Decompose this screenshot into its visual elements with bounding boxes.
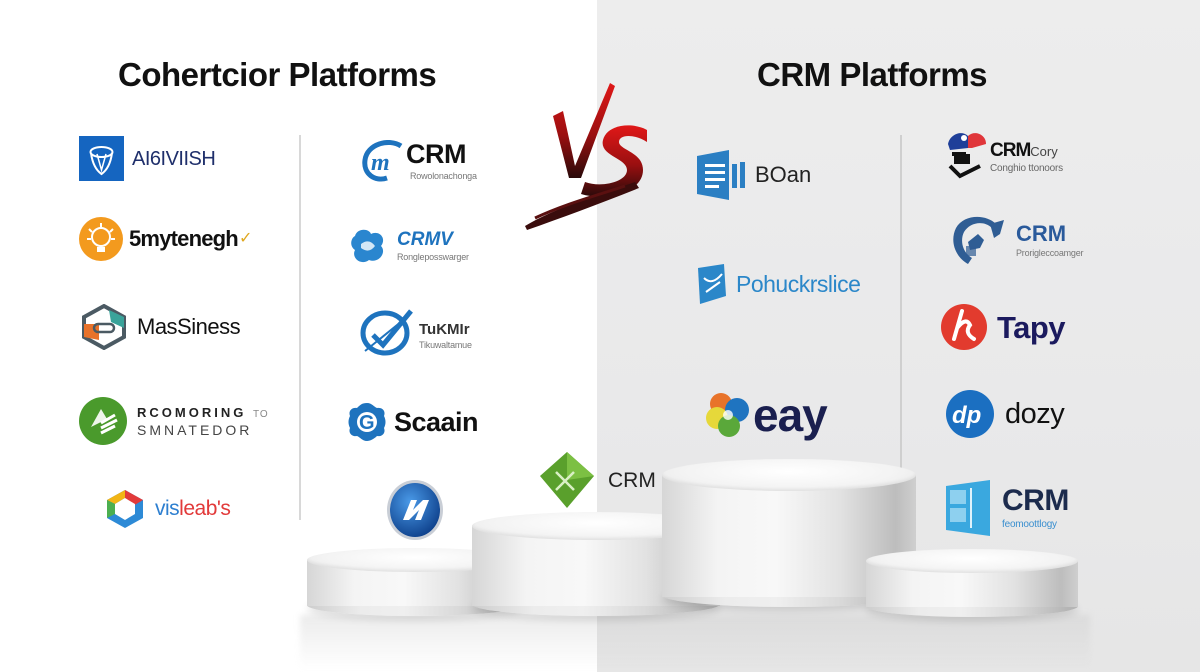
svg-text:m: m [371, 150, 390, 176]
hexagon-cube-icon [82, 304, 126, 350]
logo-eay: eay [705, 389, 828, 441]
logo-name: CRMV [397, 229, 453, 250]
right-column-divider [900, 135, 902, 545]
logo-subtitle: Tikuwaltamue [419, 340, 472, 350]
logo-subtitle: Rowolonachonga [410, 171, 477, 181]
logo-name: eay [753, 389, 828, 441]
logo-massiness: MasSiness [81, 304, 241, 350]
logo-subtitle: feomoottlogy [1002, 519, 1057, 530]
logo-name-suffix: TO [252, 408, 269, 420]
logo-center-crm: CRM [538, 450, 656, 510]
logo-name: CRM [990, 139, 1031, 161]
podium-small-right [866, 549, 1078, 619]
logo-pohuckrslice: Pohuckrslice [696, 264, 861, 304]
versus-icon [525, 83, 647, 230]
red-circle-k-icon [941, 304, 987, 350]
logo-crmv: CRMV Rongleposswarger [349, 226, 469, 266]
logo-rcomoring: RCOMORING TO SMNATEDOR [79, 397, 269, 445]
logo-name: Pohuckrslice [736, 270, 861, 297]
svg-text:dp: dp [952, 402, 981, 429]
logo-boan: BOan [695, 150, 811, 200]
blue-gear-g-icon: G [348, 403, 386, 441]
logo-aiviish: AI6IVIISH [79, 136, 216, 181]
logo-5mytenegh: 5mytenegh ✓ [79, 217, 252, 261]
checkmark-accent: ✓ [238, 230, 253, 247]
logo-crm-windows: CRM feomoottlogy [946, 480, 1069, 536]
logo-name: BOan [755, 162, 812, 187]
blue-square-shield-icon [79, 136, 124, 181]
blue-check-ellipse-icon [360, 309, 413, 356]
blue-document-book-icon [697, 150, 745, 200]
blue-sphere-n-icon [387, 480, 443, 540]
svg-text:G: G [359, 412, 375, 434]
logo-crm-swirl: m CRM Rowolonachonga [361, 140, 477, 182]
logo-name-part-a: vis [155, 496, 180, 520]
logo-scaain: G Scaain [346, 401, 479, 443]
blue-circle-hp-icon: dp [946, 390, 994, 438]
logo-name: Tapy [997, 309, 1066, 345]
podium-reflection [300, 615, 1090, 670]
logo-crm-dragon: CRM Prorigleccoamger [950, 212, 1084, 268]
logo-name: CRM [406, 139, 466, 169]
blue-swirl-m-icon: m [362, 140, 403, 182]
logo-name: AI6IVIISH [132, 147, 216, 170]
colorful-cube-icon [107, 490, 143, 528]
logo-subtitle: Rongleposswarger [397, 252, 469, 262]
logo-name: CRM [608, 468, 656, 492]
blue-puzzle-cloud-icon [351, 229, 384, 263]
logo-visleabs: visleab's [103, 484, 231, 532]
green-diamond-icon [540, 452, 594, 508]
logo-crm-cory: CRMCory Conghio ttonoors [944, 130, 1063, 180]
logo-name: CRM [1002, 484, 1069, 517]
logo-tapy: Tapy [940, 303, 1066, 351]
logo-name-part-b: leab's [179, 496, 231, 520]
multicolor-cloud-icon [706, 393, 749, 437]
blue-envelope-x-icon [698, 264, 726, 304]
red-blue-hand-icon [948, 133, 986, 179]
logo-subtitle: SMNATEDOR [137, 421, 253, 438]
blue-dragon-circle-icon [953, 216, 1004, 264]
logo-name: TuKMIr [419, 321, 470, 338]
orange-lightbulb-circle-icon [79, 217, 123, 261]
left-panel-title: Cohertcior Platforms [118, 56, 437, 93]
right-panel-title: CRM Platforms [757, 56, 988, 93]
logo-name: 5mytenegh [129, 226, 239, 251]
windows-tiles-icon [946, 480, 990, 536]
logo-blue-sphere [383, 478, 447, 542]
logo-tukmir: TuKMIr Tikuwaltamue [359, 305, 472, 357]
logo-name: MasSiness [137, 314, 241, 339]
logo-dozy: dp dozy [945, 389, 1065, 439]
left-column-divider [299, 135, 301, 520]
logo-name: dozy [1005, 397, 1065, 430]
logo-subtitle: Conghio ttonoors [990, 162, 1063, 174]
green-circle-leaf-icon [79, 397, 127, 445]
logo-subtitle: Prorigleccoamger [1016, 247, 1084, 258]
logo-name: Scaain [394, 406, 479, 437]
logo-name: RCOMORING [137, 404, 247, 420]
logo-name-suffix: Cory [1030, 143, 1058, 159]
logo-name: CRM [1016, 220, 1067, 246]
